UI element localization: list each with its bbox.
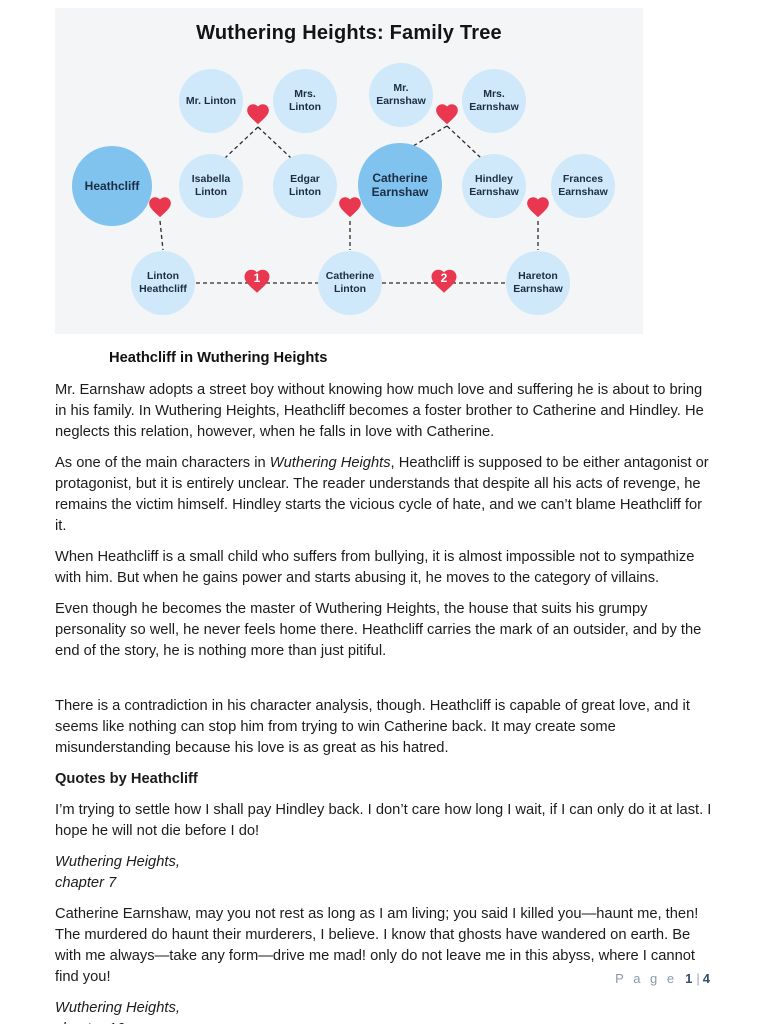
quote-1: I’m trying to settle how I shall pay Hin… [55, 802, 712, 839]
heart-icon-second-marriage: 2 [429, 266, 459, 296]
paragraph-character-post: , Heathcliff is supposed to be either an… [55, 455, 709, 534]
book-title-italic: Wuthering Heights [269, 455, 391, 471]
tree-node-catherine-earnshaw: Catherine Earnshaw [358, 143, 442, 227]
paragraph-intro: Mr. Earnshaw adopts a street boy without… [55, 382, 704, 440]
paragraph-character-pre: As one of the main characters in [55, 455, 270, 471]
current-page-number: 1 [685, 971, 694, 986]
attribution-chapter: chapter 7 [55, 875, 117, 891]
tree-node-hareton-earnshaw: Hareton Earnshaw [506, 251, 570, 315]
article-body: Heathcliff in Wuthering Heights Mr. Earn… [0, 338, 768, 1024]
total-page-number: 4 [702, 971, 711, 986]
paragraph-bullying: When Heathcliff is a small child who suf… [55, 549, 695, 586]
tree-title: Wuthering Heights: Family Tree [196, 22, 502, 44]
tree-node-edgar-linton: Edgar Linton [273, 154, 337, 218]
marriage-number-2: 2 [440, 270, 448, 285]
heart-icon-hindley-frances [525, 194, 551, 220]
heart-icon-first-marriage: 1 [242, 266, 272, 296]
marriage-number-1: 1 [253, 270, 261, 285]
tree-node-mr-linton: Mr. Linton [179, 69, 243, 133]
family-tree: Wuthering Heights: Family Tree Mr. Linto… [0, 0, 768, 338]
tree-node-frances-earnshaw: Frances Earnshaw [551, 154, 615, 218]
heart-icon-edgar-catherine [337, 194, 363, 220]
tree-node-mr-earnshaw: Mr. Earnshaw [369, 63, 433, 127]
page-separator: | [696, 971, 700, 986]
tree-node-catherine-linton: Catherine Linton [318, 251, 382, 315]
quotes-heading: Quotes by Heathcliff [55, 771, 198, 787]
tree-node-mrs-linton: Mrs. Linton [273, 69, 337, 133]
tree-node-linton-heathcliff: Linton Heathcliff [131, 251, 195, 315]
tree-connector-lines [159, 125, 539, 284]
tree-node-mrs-earnshaw: Mrs. Earnshaw [462, 69, 526, 133]
attribution-chapter: chapter 16 [55, 1021, 124, 1024]
quote-2-attribution: Wuthering Heights, chapter 16 [55, 998, 712, 1024]
section-heading: Heathcliff in Wuthering Heights [109, 350, 328, 366]
quote-1-attribution: Wuthering Heights, chapter 7 [55, 852, 712, 894]
attribution-book: Wuthering Heights, [55, 1000, 180, 1016]
paragraph-outsider: Even though he becomes the master of Wut… [55, 601, 702, 659]
tree-node-heathcliff: Heathcliff [72, 146, 152, 226]
paragraph-contradiction: There is a contradiction in his characte… [55, 698, 690, 756]
tree-node-isabella-linton: Isabella Linton [179, 154, 243, 218]
paragraph-character: As one of the main characters in Wutheri… [55, 453, 712, 537]
quote-2: Catherine Earnshaw, may you not rest as … [55, 906, 699, 985]
page-word: P a g e [615, 971, 678, 986]
tree-node-hindley-earnshaw: Hindley Earnshaw [462, 154, 526, 218]
page-number-footer: P a g e 1|4 [615, 971, 711, 986]
attribution-book: Wuthering Heights, [55, 854, 180, 870]
heart-icon-earnshaw-couple [434, 101, 460, 127]
heart-icon-linton-couple [245, 101, 271, 127]
heart-icon-heathcliff-isabella [147, 194, 173, 220]
